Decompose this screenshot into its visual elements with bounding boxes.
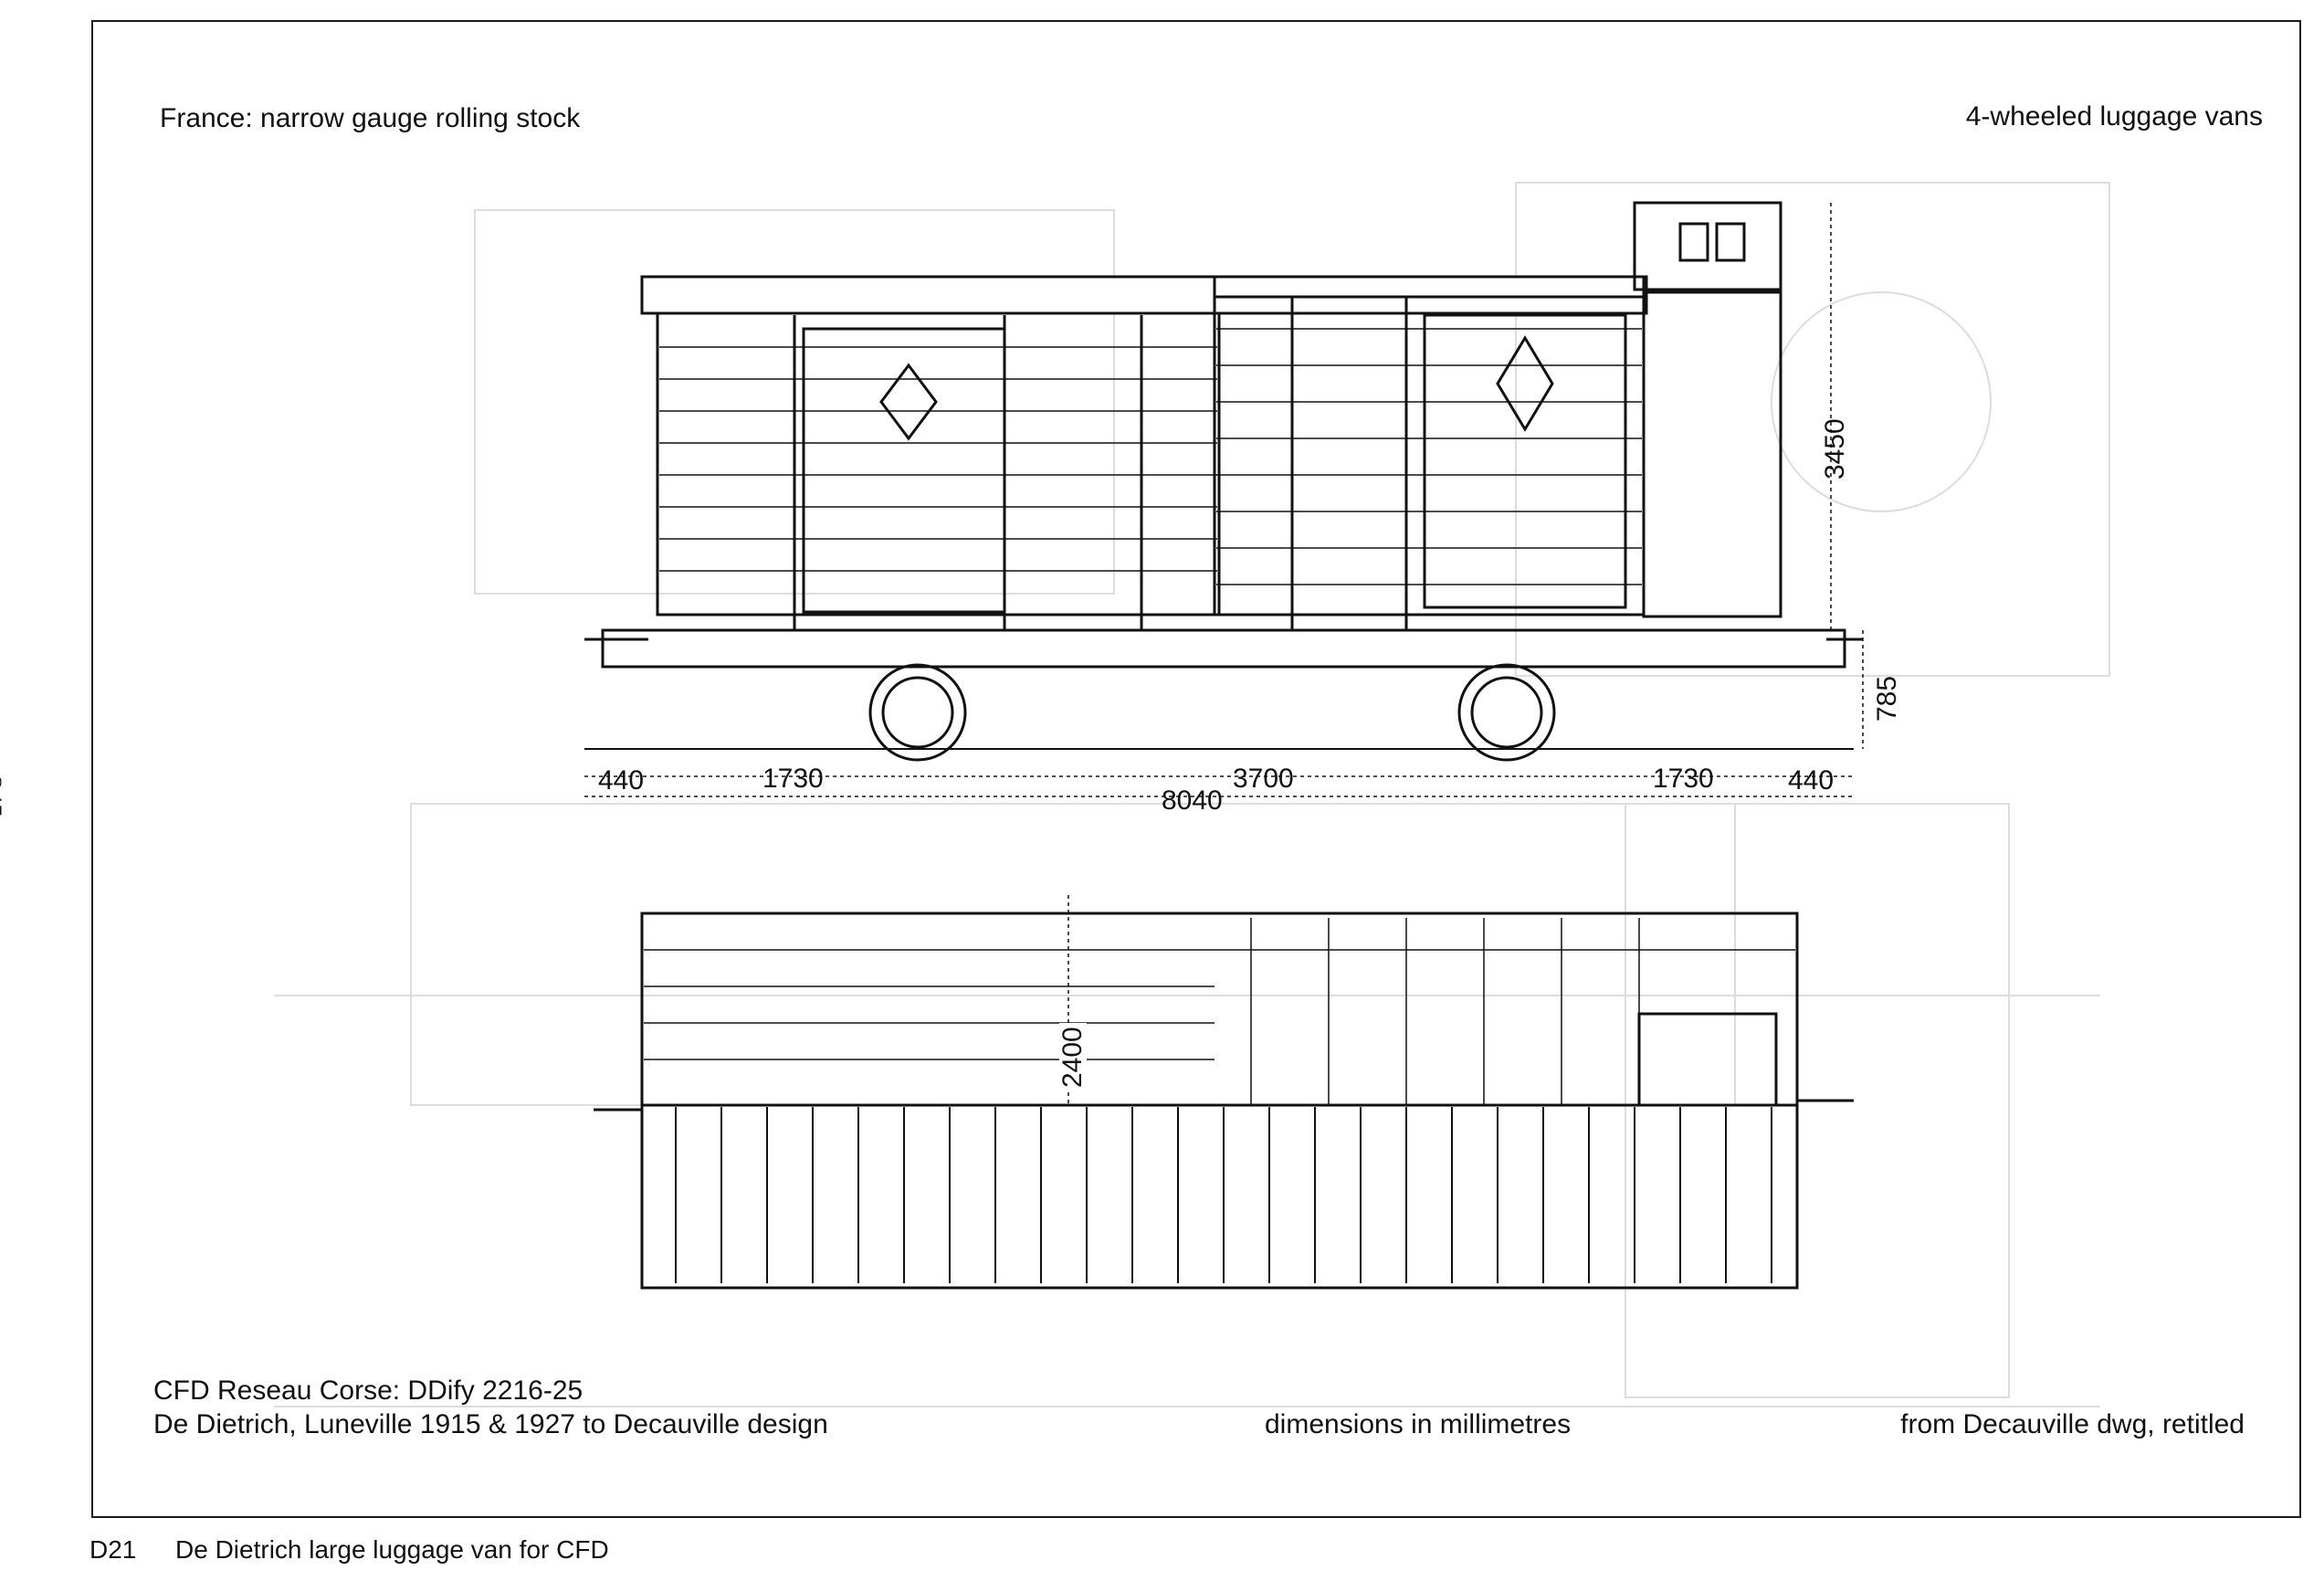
door-diamond-left [879,363,938,441]
dim-overhang-right: 440 [1788,765,1835,796]
body-right [1213,295,1646,617]
dim-axle-right: 1730 [1653,764,1714,794]
header-left: France: narrow gauge rolling stock [160,103,581,133]
footer-center: dimensions in millimetres [1265,1409,1572,1439]
dim-height-floor: 785 [1872,675,1902,722]
cabin-body [1642,290,1782,618]
wheel-right [1457,663,1556,762]
figure-caption: De Dietrich large luggage van for CFD [175,1535,609,1564]
plan-roof [640,912,1799,1107]
figure-id: D21 [89,1535,137,1564]
door-diamond-right [1496,335,1554,432]
brake-cabin [1633,201,1782,291]
dim-wheelbase: 3700 [1233,764,1294,794]
plan-cabin [1637,1012,1778,1107]
wheel-left [868,663,967,762]
plan-floor [640,1103,1799,1290]
dim-axle-left: 1730 [762,764,824,794]
drawing-frame [91,20,2301,1518]
dim-height-total: 3450 [1820,418,1850,480]
footer-line-2: De Dietrich, Luneville 1915 & 1927 to De… [153,1409,828,1439]
dim-width-body: 2400 [1057,1023,1088,1091]
footer-line-1: CFD Reseau Corse: DDify 2216-25 [153,1375,584,1406]
footer-right: from Decauville dwg, retitled [1900,1409,2245,1439]
dim-length-total: 8040 [1162,785,1223,816]
roof-left [640,275,1648,315]
door-right [1423,313,1627,609]
dim-overhang-left: 440 [598,765,645,796]
underframe [601,628,1846,669]
body-left [656,311,1221,617]
header-right: 4-wheeled luggage vans [1965,101,2263,132]
